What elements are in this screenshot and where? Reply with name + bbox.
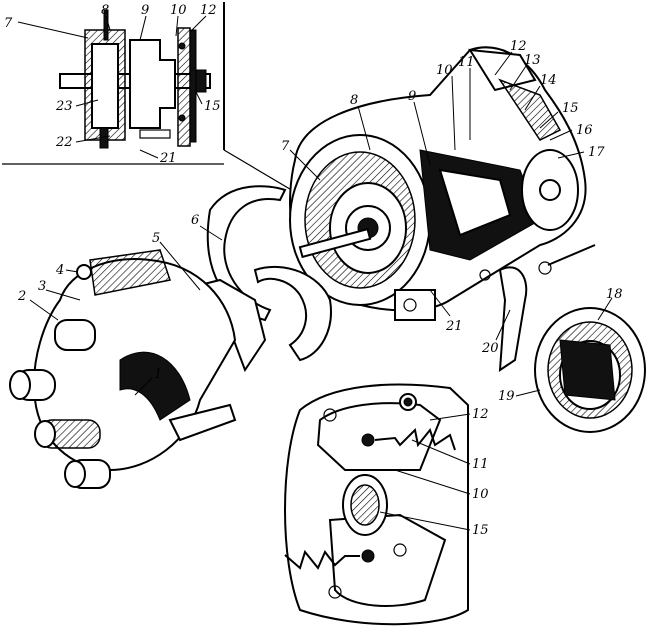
- callout-inset-23: 23: [55, 99, 73, 114]
- callout-21: 21: [445, 319, 463, 334]
- callout-bottom-15: 15: [472, 523, 489, 538]
- callout-12: 12: [510, 39, 527, 54]
- callout-9: 9: [408, 89, 416, 104]
- callout-bottom-11: 11: [472, 457, 489, 472]
- callout-inset-21: 21: [159, 151, 177, 166]
- callout-labels: 7 8 9 10 12 23 15 22 21 12 13 11 10 9 14…: [4, 3, 623, 538]
- callout-8: 8: [350, 93, 358, 108]
- callout-5: 5: [152, 231, 160, 246]
- callout-17: 17: [588, 145, 605, 160]
- callout-20: 20: [481, 341, 499, 356]
- callout-11: 11: [458, 55, 475, 70]
- callout-10: 10: [436, 63, 453, 78]
- callout-18: 18: [606, 287, 623, 302]
- callout-1: 1: [154, 367, 162, 382]
- callout-inset-10: 10: [170, 3, 187, 18]
- callout-19: 19: [498, 389, 515, 404]
- callout-bottom-10: 10: [472, 487, 489, 502]
- callout-inset-8: 8: [101, 3, 109, 18]
- callout-inset-9: 9: [141, 3, 149, 18]
- vacuum-advance-unit: [479, 244, 646, 433]
- bottom-inset-advance: [284, 383, 469, 626]
- callout-inset-15: 15: [204, 99, 221, 114]
- callout-4: 4: [55, 263, 64, 278]
- callout-15: 15: [562, 101, 579, 116]
- callout-7: 7: [281, 139, 290, 154]
- leader-lines: [17, 15, 613, 531]
- top-inset-section: [2, 2, 301, 196]
- callout-6: 6: [191, 213, 199, 228]
- callout-inset-7: 7: [4, 16, 13, 31]
- callout-inset-22: 22: [55, 135, 73, 150]
- callout-13: 13: [524, 53, 541, 68]
- callout-bottom-12: 12: [472, 407, 489, 422]
- callout-14: 14: [540, 73, 557, 88]
- distributor-housing: [289, 46, 587, 321]
- callout-3: 3: [38, 279, 46, 294]
- distributor-cap: [9, 249, 237, 489]
- callout-2: 2: [17, 289, 26, 304]
- callout-16: 16: [576, 123, 593, 138]
- callout-inset-12: 12: [200, 3, 217, 18]
